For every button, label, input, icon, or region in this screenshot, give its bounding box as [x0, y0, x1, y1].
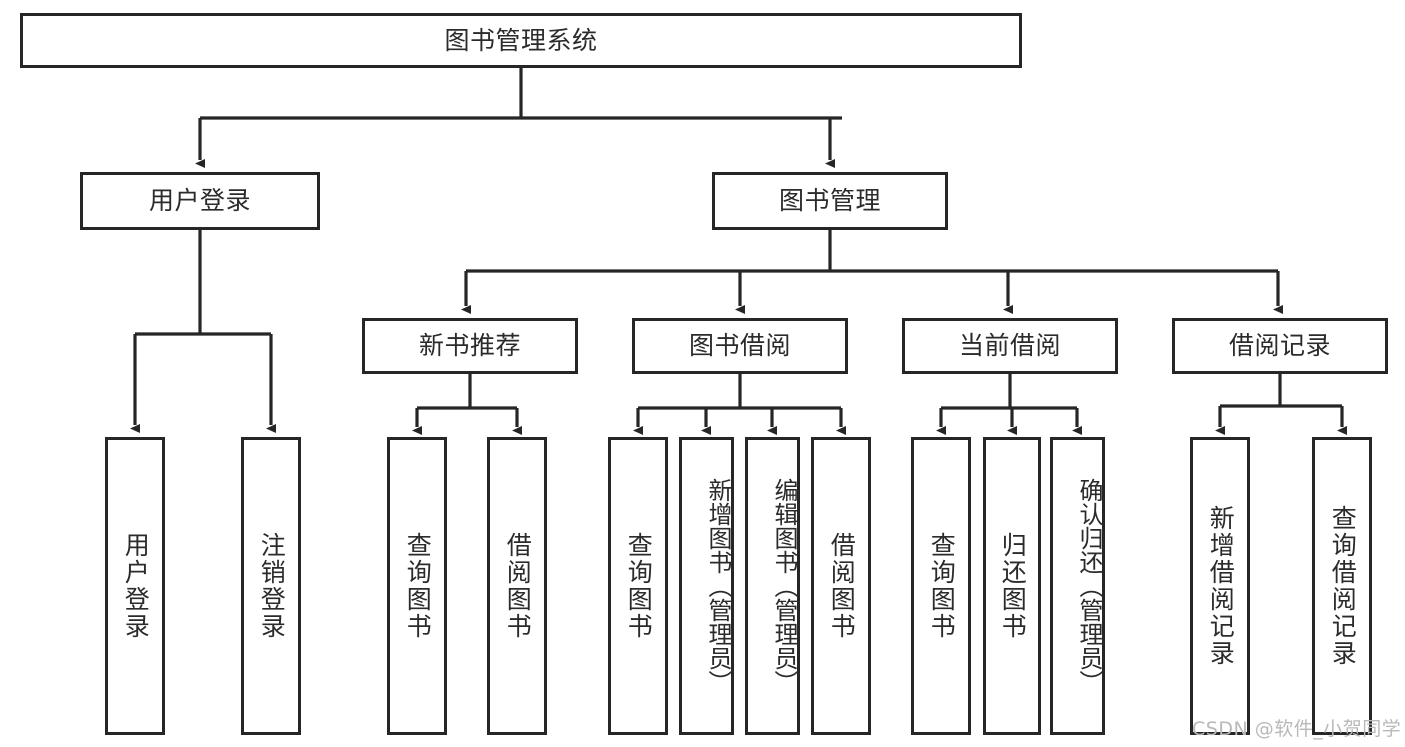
leaf-add-book-admin[interactable]: 新增图书（管理员） [679, 437, 734, 735]
leaf-user-login[interactable]: 用户登录 [105, 437, 165, 735]
node-user-login[interactable]: 用户登录 [80, 172, 320, 230]
leaf-logout-login[interactable]: 注销登录 [241, 437, 301, 735]
node-book-borrow[interactable]: 图书借阅 [632, 318, 848, 374]
node-current-borrow[interactable]: 当前借阅 [902, 318, 1118, 374]
leaf-query-book-recommend[interactable]: 查询图书 [387, 437, 447, 735]
node-book-manage[interactable]: 图书管理 [712, 172, 948, 230]
node-new-book-recommend[interactable]: 新书推荐 [362, 318, 578, 374]
leaf-edit-book-admin[interactable]: 编辑图书（管理员） [745, 437, 800, 735]
leaf-borrow-book-recommend[interactable]: 借阅图书 [487, 437, 547, 735]
leaf-add-borrow-record[interactable]: 新增借阅记录 [1190, 437, 1250, 735]
leaf-query-book-borrow[interactable]: 查询图书 [608, 437, 668, 735]
leaf-query-borrow-record[interactable]: 查询借阅记录 [1312, 437, 1372, 735]
csdn-watermark: CSDN @软件_小贺同学 [1192, 718, 1402, 740]
leaf-borrow-book[interactable]: 借阅图书 [811, 437, 871, 735]
node-root[interactable]: 图书管理系统 [20, 13, 1022, 68]
leaf-confirm-return-admin[interactable]: 确认归还（管理员） [1050, 437, 1105, 735]
node-borrow-record[interactable]: 借阅记录 [1172, 318, 1388, 374]
leaf-query-book-current[interactable]: 查询图书 [911, 437, 971, 735]
leaf-return-book[interactable]: 归还图书 [983, 437, 1041, 735]
